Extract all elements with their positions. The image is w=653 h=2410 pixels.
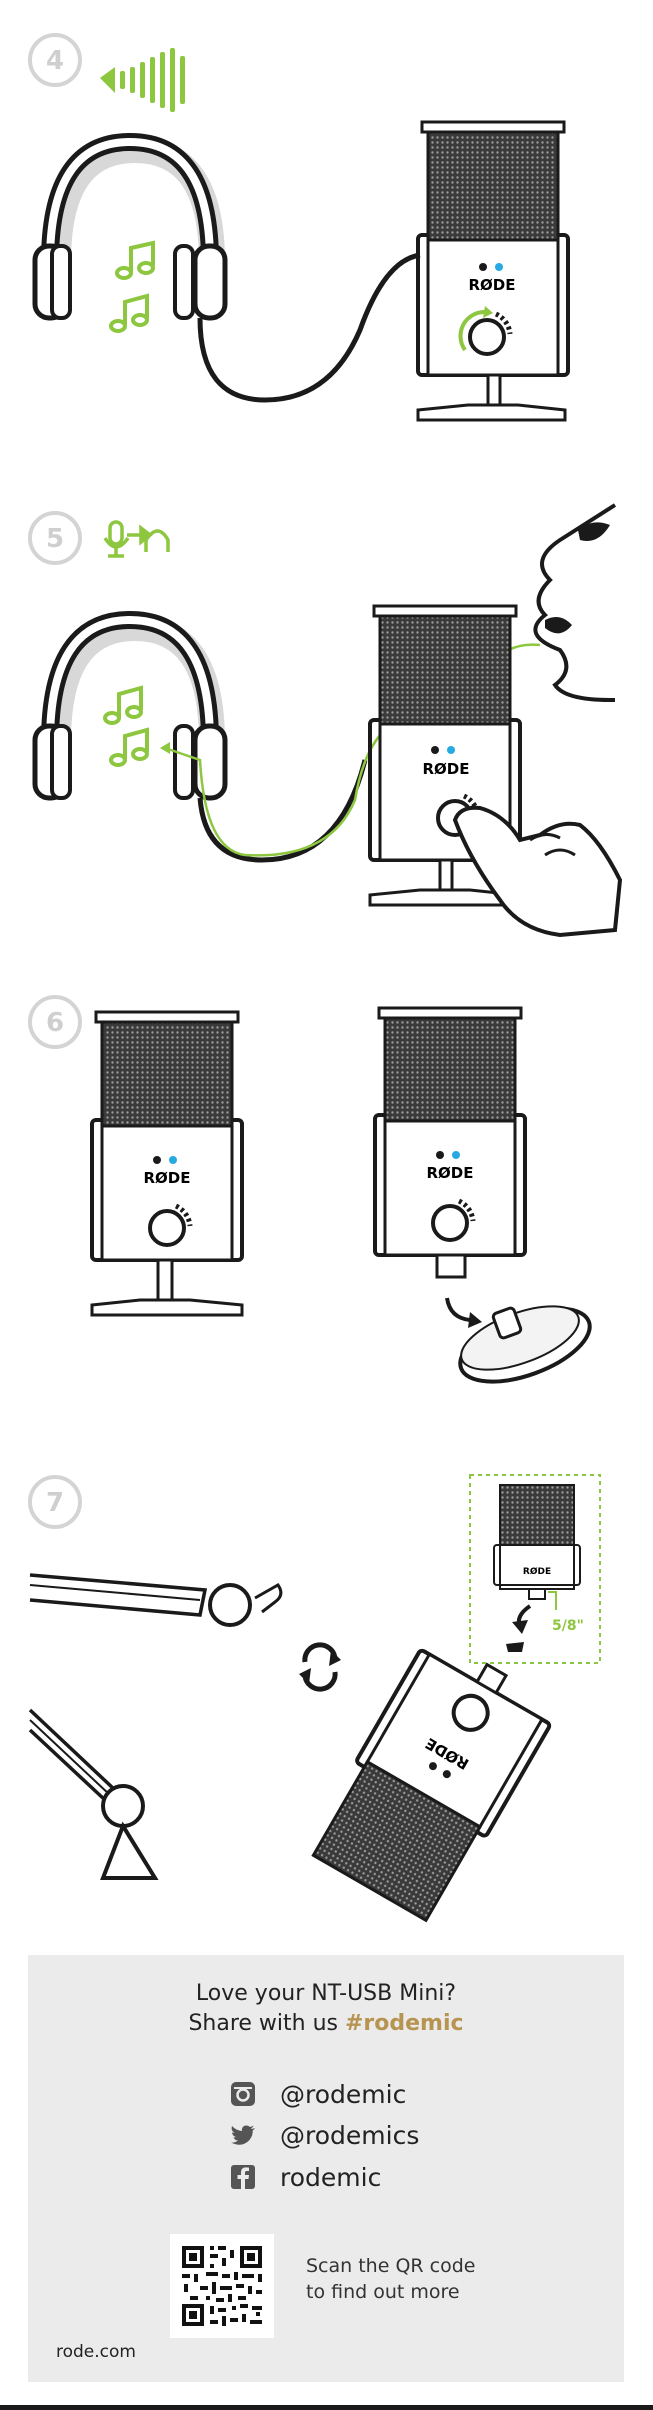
microphone-step-4: RØDE [418,122,568,420]
hashtag-link[interactable]: #rodemic [345,2011,464,2036]
rotate-icon [299,1645,341,1689]
step-6: 6 RØDE RØDE [30,997,599,1396]
step-4-number: 4 [46,46,64,76]
rode-logo: RØDE [423,760,470,778]
twitter-icon [228,2120,258,2150]
promo-line-1: Love your NT-USB Mini? [28,1981,624,2006]
twitter-handle: @rodemics [280,2121,419,2150]
microphone-stand-removed: RØDE [375,1008,525,1277]
volume-icon [100,48,185,112]
qr-code[interactable] [170,2234,274,2338]
step-5: 5 [30,505,620,935]
step-7-number: 7 [46,1488,64,1518]
rode-logo: RØDE [523,1566,551,1577]
hand-icon [455,808,620,935]
boom-arm [30,1575,281,1625]
mic-stand-desk [30,1710,155,1878]
footer-panel: Love your NT-USB Mini? Share with us #ro… [28,1955,624,2382]
promo-line-2: Share with us #rodemic [28,2011,624,2036]
step-5-number: 5 [46,524,64,554]
remove-arrow-icon [447,1298,470,1320]
headphone-volume-knob [470,320,504,354]
instagram-icon [228,2079,258,2109]
microphone-rotated: RØDE [305,1632,561,1925]
promo-prefix: Share with us [188,2011,345,2036]
social-facebook[interactable]: rodemic [228,2160,381,2194]
step-6-number: 6 [46,1008,64,1038]
thread-detail-inset: RØDE 5/8" [470,1475,600,1663]
qr-code-icon [170,2234,274,2338]
microphone-on-stand: RØDE [92,1012,242,1315]
facebook-icon [228,2162,258,2192]
illustrations: 4 [0,0,653,1950]
rode-logo: RØDE [427,1164,474,1182]
instagram-handle: @rodemic [280,2080,406,2109]
qr-caption-line-1: Scan the QR code [306,2253,526,2279]
social-twitter[interactable]: @rodemics [228,2118,419,2152]
headphone-cable [200,255,420,400]
rode-logo: RØDE [144,1169,191,1187]
music-notes-icon [105,688,147,765]
facebook-handle: rodemic [280,2163,381,2192]
headphones-icon [35,142,225,318]
step-7: 7 RØDE [30,1475,600,1925]
bottom-rule [0,2405,653,2410]
rode-logo: RØDE [469,276,516,294]
face-icon [535,505,615,700]
stand-base [451,1293,599,1396]
music-notes-icon [111,243,153,331]
thread-size-label: 5/8" [552,1618,584,1634]
step-4: 4 [30,35,568,420]
website-link[interactable]: rode.com [56,2342,136,2362]
monitor-icon [105,522,168,556]
social-instagram[interactable]: @rodemic [228,2077,406,2111]
qr-caption-line-2: to find out more [306,2279,526,2305]
qr-caption: Scan the QR code to find out more [306,2253,526,2305]
